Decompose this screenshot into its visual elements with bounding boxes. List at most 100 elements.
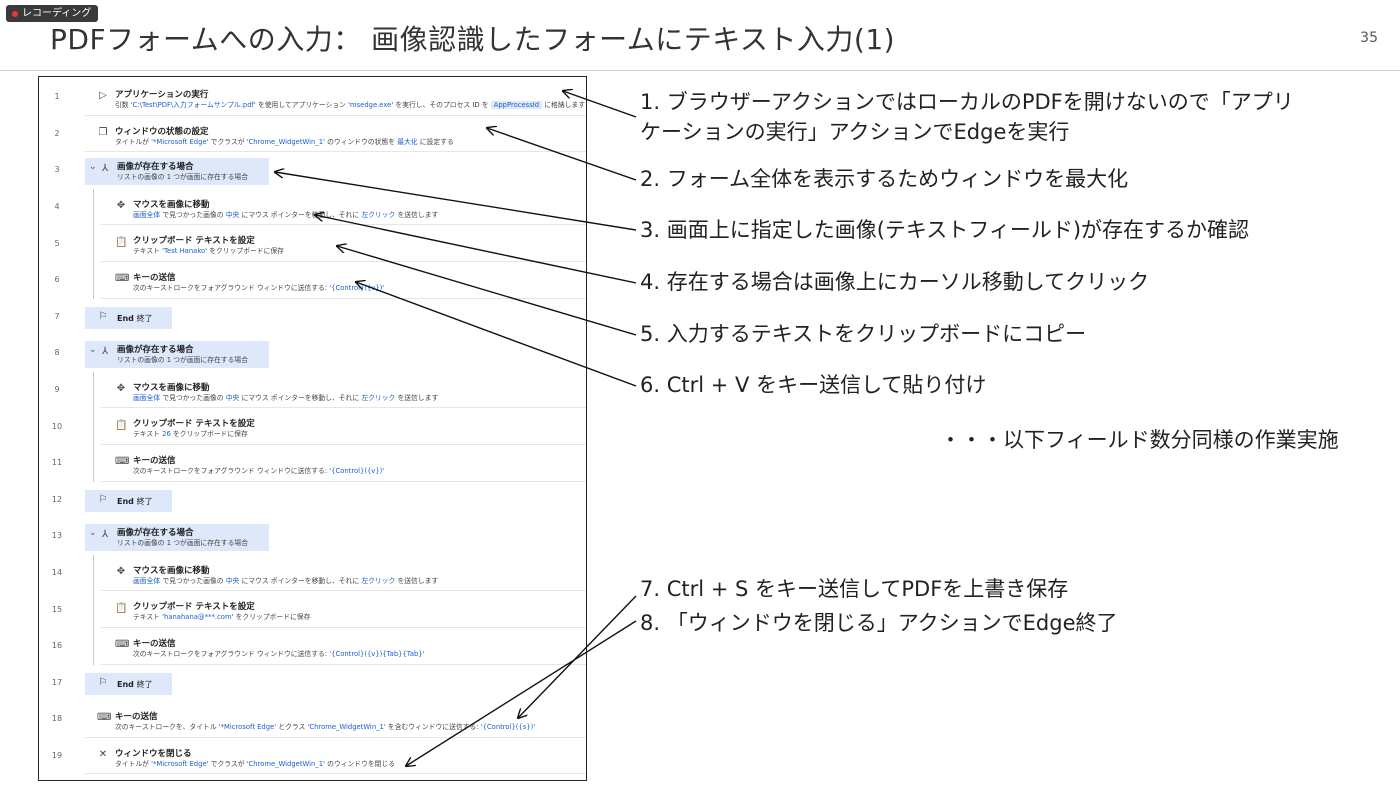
action-title: マウスを画像に移動 bbox=[133, 382, 210, 393]
flow-row-8[interactable]: 8⌄⅄画像が存在する場合リストの画像の 1 つが画面に存在する場合 bbox=[39, 335, 586, 372]
parameter-value: '{Control}({v})' bbox=[329, 284, 385, 292]
description-text: 次のキーストロークを、タイトル bbox=[115, 723, 219, 732]
nesting-line bbox=[93, 262, 94, 299]
parameter-value: 最大化 bbox=[397, 137, 418, 146]
action-title: キーの送信 bbox=[115, 712, 158, 723]
flow-row-11[interactable]: 11⌨キーの送信次のキーストロークをフォアグラウンド ウィンドウに送信する: '… bbox=[39, 445, 586, 482]
flow-row-14[interactable]: 14✥マウスを画像に移動画面全体 で見つかった画像の 中央 にマウス ポインター… bbox=[39, 554, 586, 592]
parameter-value: 'msedge.exe' bbox=[348, 101, 394, 109]
line-number: 10 bbox=[51, 421, 63, 431]
description-text: リストの画像の 1 つが画面に存在する場合 bbox=[117, 356, 248, 365]
recording-dot-icon bbox=[12, 10, 18, 17]
flow-editor-panel: 1▷アプリケーションの実行引数 'C:\Test\PDF\入力フォームサンプル.… bbox=[38, 76, 587, 781]
line-number: 7 bbox=[54, 311, 60, 321]
line-number: 12 bbox=[51, 494, 63, 504]
description-text: 次のキーストロークをフォアグラウンド ウィンドウに送信する: bbox=[133, 284, 330, 292]
flow-row-3[interactable]: 3⌄⅄画像が存在する場合リストの画像の 1 つが画面に存在する場合 bbox=[39, 152, 586, 189]
flow-row-7[interactable]: 7⚐End 終了 bbox=[39, 299, 586, 336]
window-state-icon: ❐ bbox=[98, 126, 108, 138]
flow-row-1[interactable]: 1▷アプリケーションの実行引数 'C:\Test\PDF\入力フォームサンプル.… bbox=[39, 79, 586, 116]
end-block[interactable] bbox=[85, 489, 172, 513]
description-text: でクラスが bbox=[208, 759, 247, 768]
slide-title: PDFフォームへの入力： 画像認識したフォームにテキスト入力(1) bbox=[50, 23, 896, 56]
flow-row-10[interactable]: 10📋クリップボード テキストを設定テキスト 26 をクリップボードに保存 bbox=[39, 408, 586, 445]
collapse-chevron-icon[interactable]: ⌄ bbox=[89, 162, 97, 173]
end-block[interactable] bbox=[85, 306, 172, 330]
flow-row-6[interactable]: 6⌨キーの送信次のキーストロークをフォアグラウンド ウィンドウに送信する: '{… bbox=[39, 262, 586, 299]
action-card[interactable] bbox=[101, 372, 586, 409]
action-card[interactable] bbox=[101, 555, 586, 592]
nesting-line bbox=[93, 371, 94, 409]
parameter-value: '{Control}({v})' bbox=[329, 467, 385, 475]
nesting-line bbox=[93, 554, 94, 592]
parameter-value: 左クリック bbox=[361, 393, 396, 402]
parameter-value: 画面全体 bbox=[133, 210, 161, 219]
action-card[interactable] bbox=[85, 701, 586, 738]
description-text: のウィンドウの状態を bbox=[324, 137, 398, 146]
end-sublabel: 終了 bbox=[136, 679, 153, 689]
description-text: でクラスが bbox=[208, 137, 247, 146]
parameter-value: 'Chrome_WidgetWin_1' bbox=[307, 723, 386, 732]
description-text: を含むウィンドウに送信する: bbox=[385, 723, 481, 732]
description-text: テキスト bbox=[133, 430, 163, 439]
action-title: クリップボード テキストを設定 bbox=[133, 236, 255, 247]
parameter-value: 画面全体 bbox=[133, 576, 161, 585]
collapse-chevron-icon[interactable]: ⌄ bbox=[89, 345, 97, 356]
page-number: 35 bbox=[1360, 30, 1378, 46]
description-text: で見つかった画像の bbox=[160, 576, 226, 585]
action-card[interactable] bbox=[101, 591, 586, 628]
action-card[interactable] bbox=[101, 408, 586, 445]
action-card[interactable] bbox=[85, 738, 586, 775]
action-description: 次のキーストロークをフォアグラウンド ウィンドウに送信する: '{Control… bbox=[133, 282, 384, 292]
flow-row-5[interactable]: 5📋クリップボード テキストを設定テキスト 'Test Hanako' をクリッ… bbox=[39, 225, 586, 262]
parameter-value: 中央 bbox=[225, 576, 240, 585]
collapse-chevron-icon[interactable]: ⌄ bbox=[89, 528, 97, 539]
line-number: 1 bbox=[54, 92, 60, 102]
annotation-4: 4. 存在する場合は画像上にカーソル移動してクリック bbox=[640, 270, 1150, 294]
annotation-repeat-note: ・・・以下フィールド数分同様の作業実施 bbox=[940, 428, 1339, 452]
if-block-header[interactable] bbox=[85, 524, 269, 551]
flow-row-17[interactable]: 17⚐End 終了 bbox=[39, 665, 586, 702]
flow-row-4[interactable]: 4✥マウスを画像に移動画面全体 で見つかった画像の 中央 にマウス ポインターを… bbox=[39, 188, 586, 226]
annotation-1a: 1. ブラウザーアクションではローカルのPDFを開けないので「アプリ bbox=[640, 90, 1294, 114]
flow-row-9[interactable]: 9✥マウスを画像に移動画面全体 で見つかった画像の 中央 にマウス ポインターを… bbox=[39, 371, 586, 409]
flow-row-19[interactable]: 19✕ウィンドウを閉じるタイトルが '*Microsoft Edge' でクラス… bbox=[39, 738, 586, 775]
description-text: を実行し、そのプロセス ID を bbox=[393, 101, 491, 109]
line-number: 17 bbox=[51, 677, 63, 687]
action-card[interactable] bbox=[85, 116, 586, 153]
action-card[interactable] bbox=[85, 79, 586, 116]
action-card[interactable] bbox=[101, 445, 586, 482]
end-block[interactable] bbox=[85, 672, 172, 696]
if-block-header[interactable] bbox=[85, 341, 269, 368]
action-description: 画面全体 で見つかった画像の 中央 にマウス ポインターを移動し、それに 左クリ… bbox=[133, 575, 438, 585]
parameter-value: 'Chrome_WidgetWin_1' bbox=[246, 137, 325, 146]
description-text: をクリップボードに保存 bbox=[170, 430, 248, 439]
end-sublabel: 終了 bbox=[136, 496, 153, 506]
flow-row-2[interactable]: 2❐ウィンドウの状態の設定タイトルが '*Microsoft Edge' でクラ… bbox=[39, 116, 586, 153]
close-window-icon: ✕ bbox=[98, 749, 108, 761]
action-description: テキスト 'hanahana@***.com' をクリップボードに保存 bbox=[133, 611, 310, 621]
flow-row-12[interactable]: 12⚐End 終了 bbox=[39, 482, 586, 519]
nesting-line bbox=[93, 408, 94, 445]
parameter-value: '{Control}({s})' bbox=[480, 723, 536, 732]
flow-row-16[interactable]: 16⌨キーの送信次のキーストロークをフォアグラウンド ウィンドウに送信する: '… bbox=[39, 628, 586, 665]
flow-row-15[interactable]: 15📋クリップボード テキストを設定テキスト 'hanahana@***.com… bbox=[39, 591, 586, 628]
action-description: テキスト 26 をクリップボードに保存 bbox=[133, 428, 248, 438]
action-description: 次のキーストロークを、タイトル '*Microsoft Edge' とクラス '… bbox=[115, 721, 535, 731]
if-branch-icon: ⅄ bbox=[101, 529, 109, 541]
flow-row-13[interactable]: 13⌄⅄画像が存在する場合リストの画像の 1 つが画面に存在する場合 bbox=[39, 518, 586, 555]
annotation-6: 6. Ctrl + V をキー送信して貼り付け bbox=[640, 373, 987, 397]
keyboard-icon: ⌨ bbox=[115, 456, 130, 468]
action-card[interactable] bbox=[101, 628, 586, 665]
action-description: リストの画像の 1 つが画面に存在する場合 bbox=[117, 537, 248, 547]
if-block-header[interactable] bbox=[85, 158, 269, 185]
action-title: アプリケーションの実行 bbox=[115, 90, 209, 100]
variable-chip: AppProcessId bbox=[490, 101, 543, 109]
description-text: リストの画像の 1 つが画面に存在する場合 bbox=[117, 539, 248, 548]
end-flag-icon: ⚐ bbox=[98, 676, 108, 688]
flow-row-18[interactable]: 18⌨キーの送信次のキーストロークを、タイトル '*Microsoft Edge… bbox=[39, 701, 586, 738]
annotation-8: 8. 「ウィンドウを閉じる」アクションでEdge終了 bbox=[640, 611, 1118, 635]
description-text: をクリップボードに保存 bbox=[233, 613, 311, 622]
line-number: 11 bbox=[51, 458, 63, 468]
nesting-line bbox=[93, 591, 94, 628]
